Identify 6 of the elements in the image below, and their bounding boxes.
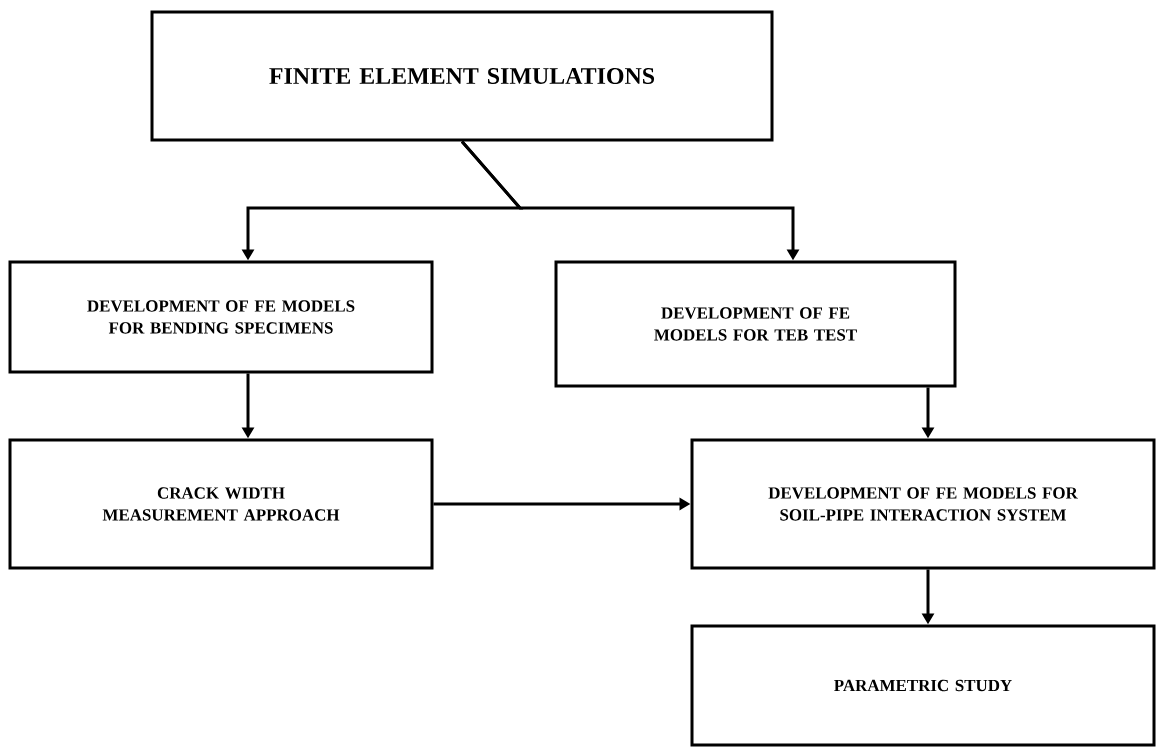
process-box: FINITE ELEMENT SIMULATIONS bbox=[150, 10, 774, 142]
process-box: DEVELOPMENT OF FE MODELS FOR BENDING SPECIMENS bbox=[8, 260, 434, 374]
process-box: DEVELOPMENT OF FE MODELS FOR TEB TEST bbox=[554, 260, 957, 388]
process-box: PARAMETRIC STUDY bbox=[690, 624, 1156, 747]
process-box: DEVELOPMENT OF FE MODELS FOR SOIL-PIPE INTERACTION SYSTEM bbox=[690, 438, 1156, 570]
process-box: CRACK WIDTH MEASUREMENT APPROACH bbox=[8, 438, 434, 570]
